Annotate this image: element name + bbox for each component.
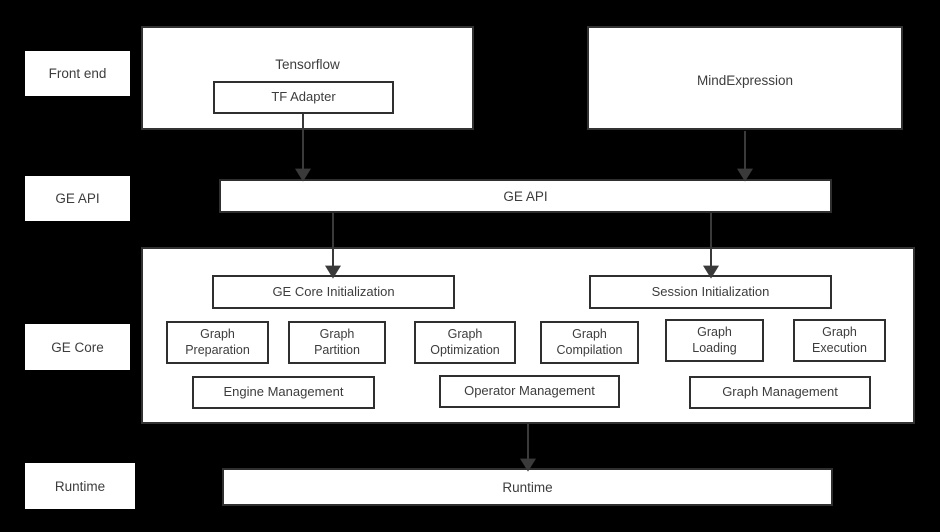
session-initialization-box[interactable]: Session Initialization [589, 275, 832, 309]
operator-management-box[interactable]: Operator Management [439, 375, 620, 408]
tf-adapter-label: TF Adapter [271, 89, 336, 105]
engine-management-label: Engine Management [223, 384, 344, 400]
runtime-bar[interactable]: Runtime [222, 468, 833, 506]
graph-loading-label: Graph Loading [692, 324, 737, 355]
mindexpression-panel[interactable]: MindExpression [587, 26, 903, 130]
graph-management-label: Graph Management [722, 384, 838, 400]
ge-api-bar-label: GE API [503, 188, 548, 204]
layer-label-ge-core-text: GE Core [51, 339, 104, 355]
operator-management-label: Operator Management [464, 383, 595, 399]
ge-core-initialization-box[interactable]: GE Core Initialization [212, 275, 455, 309]
layer-label-runtime-text: Runtime [54, 478, 106, 494]
layer-label-ge-core: GE Core [25, 324, 130, 370]
layer-label-ge-api: GE API [25, 176, 130, 221]
tensorflow-panel-title: Tensorflow [275, 57, 340, 72]
graph-execution-box[interactable]: Graph Execution [793, 319, 886, 362]
graph-preparation-label: Graph Preparation [185, 326, 250, 357]
graph-preparation-box[interactable]: Graph Preparation [166, 321, 269, 364]
graph-partition-box[interactable]: Graph Partition [288, 321, 386, 364]
tf-adapter-box[interactable]: TF Adapter [213, 81, 394, 114]
graph-compilation-box[interactable]: Graph Compilation [540, 321, 639, 364]
ge-core-initialization-label: GE Core Initialization [272, 283, 395, 299]
runtime-bar-label: Runtime [502, 479, 553, 495]
graph-optimization-label: Graph Optimization [430, 326, 500, 357]
graph-compilation-label: Graph Compilation [556, 326, 623, 357]
graph-loading-box[interactable]: Graph Loading [665, 319, 764, 362]
ge-api-bar[interactable]: GE API [219, 179, 832, 213]
tensorflow-panel[interactable]: Tensorflow [141, 26, 474, 130]
graph-optimization-box[interactable]: Graph Optimization [414, 321, 516, 364]
layer-label-runtime: Runtime [25, 463, 135, 509]
layer-label-front-end: Front end [25, 51, 130, 96]
graph-management-box[interactable]: Graph Management [689, 376, 871, 409]
mindexpression-panel-title: MindExpression [696, 73, 794, 88]
layer-label-ge-api-text: GE API [55, 191, 100, 206]
graph-execution-label: Graph Execution [812, 324, 867, 355]
engine-management-box[interactable]: Engine Management [192, 376, 375, 409]
session-initialization-label: Session Initialization [651, 283, 770, 299]
graph-partition-label: Graph Partition [314, 326, 360, 357]
layer-label-front-end-text: Front end [48, 66, 107, 81]
